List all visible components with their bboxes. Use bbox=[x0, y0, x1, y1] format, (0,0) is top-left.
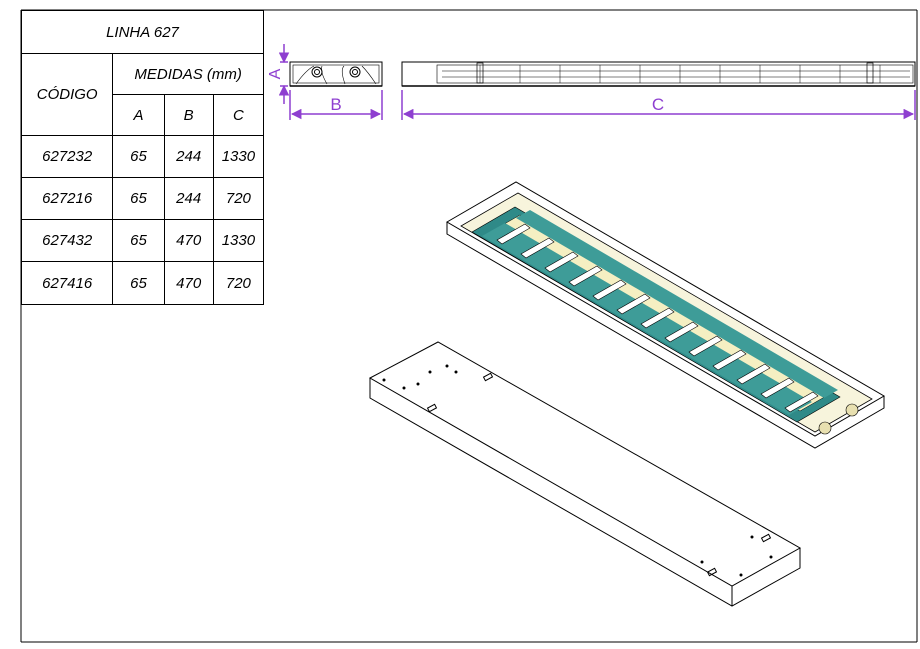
specs-table: LINHA 627 CÓDIGO MEDIDAS (mm) A B C 6272… bbox=[20, 10, 265, 305]
a-cell: 65 bbox=[112, 261, 165, 305]
luminaire-isometric bbox=[446, 181, 885, 449]
table-row: 627416 65 470 720 bbox=[20, 261, 265, 305]
dimension-b bbox=[289, 90, 383, 120]
a-cell: 65 bbox=[112, 219, 165, 262]
code-cell: 627416 bbox=[20, 261, 114, 305]
table-row: 627232 65 244 1330 bbox=[20, 135, 265, 178]
table-title: LINHA 627 bbox=[21, 10, 264, 54]
label-a: A bbox=[267, 68, 284, 79]
dimension-c bbox=[401, 90, 916, 120]
dimension-a bbox=[278, 44, 290, 104]
housing-isometric bbox=[368, 341, 802, 607]
c-cell: 1330 bbox=[212, 135, 265, 178]
code-cell: 627232 bbox=[20, 135, 114, 178]
c-cell: 720 bbox=[212, 261, 265, 305]
column-header-b: B bbox=[163, 94, 214, 136]
a-cell: 65 bbox=[112, 177, 165, 220]
label-c: C bbox=[652, 95, 664, 114]
b-cell: 470 bbox=[163, 219, 214, 262]
b-cell: 470 bbox=[163, 261, 214, 305]
measures-header: MEDIDAS (mm) bbox=[112, 53, 264, 95]
a-cell: 65 bbox=[112, 135, 165, 178]
code-header: CÓDIGO bbox=[20, 53, 114, 136]
b-cell: 244 bbox=[163, 135, 214, 178]
code-cell: 627432 bbox=[20, 219, 114, 262]
label-b: B bbox=[330, 95, 341, 114]
table-row: 627432 65 470 1330 bbox=[20, 219, 265, 262]
table-row: 627216 65 244 720 bbox=[20, 177, 265, 220]
code-cell: 627216 bbox=[20, 177, 114, 220]
c-cell: 720 bbox=[212, 177, 265, 220]
side-view-drawing bbox=[401, 61, 916, 87]
end-view-drawing bbox=[289, 61, 383, 87]
